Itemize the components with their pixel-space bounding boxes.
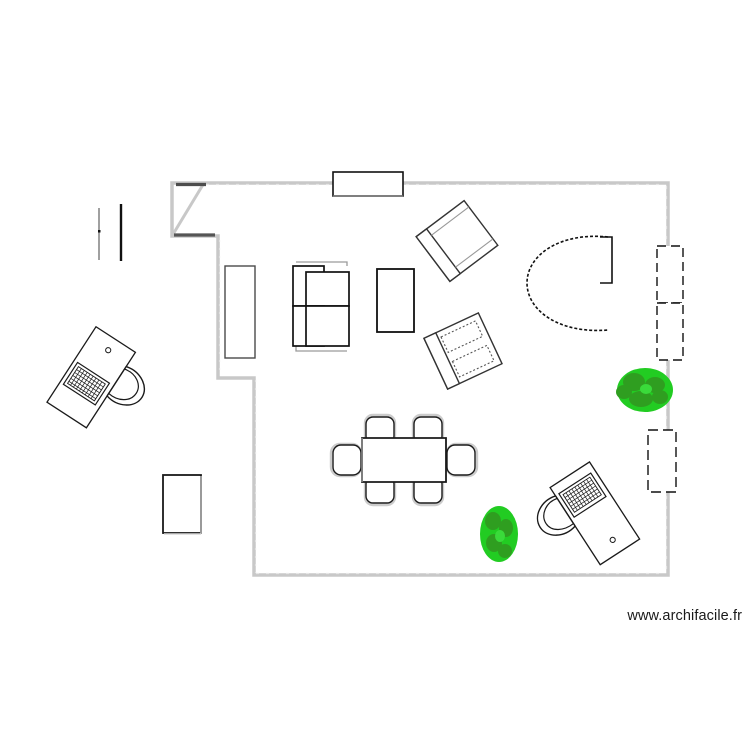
door-hinge-icon <box>98 230 101 233</box>
plant-right[interactable] <box>616 368 673 412</box>
reception-desk-return[interactable] <box>600 236 613 284</box>
conference-chair-top-right[interactable] <box>411 413 445 445</box>
workstation-left[interactable] <box>46 325 161 444</box>
reception-desk-curve[interactable] <box>526 235 609 332</box>
shelf-right-mid[interactable] <box>656 302 684 361</box>
door-swing-marker-left[interactable] <box>98 204 123 261</box>
workstation-right[interactable] <box>525 461 641 581</box>
armchair-upper-backrest <box>415 227 462 283</box>
cabinet-top-wall-body[interactable] <box>332 171 404 197</box>
workstation-right-office-chair[interactable] <box>530 495 576 543</box>
keyboard-icon <box>562 476 602 513</box>
armchair-lower-cushion-bottom <box>451 344 495 378</box>
wall-openings[interactable] <box>174 182 215 237</box>
plant-right-leaf-cluster-d <box>652 390 668 404</box>
conference-chair-right[interactable] <box>445 442 479 478</box>
wall-angled-top-left[interactable] <box>170 182 206 237</box>
conference-chair-left-seat[interactable] <box>332 444 362 476</box>
shelf-right-mid-body[interactable] <box>656 302 684 361</box>
armchair-lower-cushion-top <box>440 320 484 354</box>
sofa-back-rail <box>296 261 348 266</box>
reception-desk-curved[interactable] <box>526 235 613 332</box>
armchair-lower[interactable] <box>423 312 503 390</box>
armchair-upper[interactable] <box>415 199 499 283</box>
coffee-table-top[interactable] <box>376 268 415 333</box>
armchair-upper-seat-line-top <box>431 206 470 236</box>
storage-box-bottom-left-body[interactable] <box>162 474 202 534</box>
shelf-right-upper[interactable] <box>656 245 684 304</box>
plant-right-leaf-cluster-e <box>616 385 632 399</box>
coffee-table[interactable] <box>376 268 415 333</box>
conference-table[interactable] <box>329 413 479 507</box>
conference-chair-top-left[interactable] <box>363 413 397 445</box>
wardrobe-left-wall-body[interactable] <box>224 265 256 359</box>
plant-bottom-leaf-cluster-d <box>498 544 512 558</box>
workstation-right-mouse-icon <box>609 536 616 543</box>
sofa-armrest-lower[interactable] <box>305 305 350 347</box>
watermark-archifacile: www.archifacile.fr <box>627 608 742 624</box>
plant-right-center <box>640 384 652 394</box>
plant-right-leaf-cluster-c <box>629 391 653 407</box>
conference-chair-right-seat[interactable] <box>446 444 476 476</box>
sofa-two-seat[interactable] <box>292 261 350 352</box>
cabinet-top-wall[interactable] <box>332 171 404 197</box>
plant-bottom[interactable] <box>480 506 518 562</box>
sofa-front-rail <box>295 346 347 352</box>
conference-chair-bottom-left[interactable] <box>363 475 397 507</box>
conference-chair-bottom-right[interactable] <box>411 475 445 507</box>
plant-bottom-center <box>495 530 505 542</box>
shelf-right-lower[interactable] <box>647 429 677 493</box>
sofa-armrest-upper[interactable] <box>305 271 350 307</box>
shelf-right-lower-body[interactable] <box>647 429 677 493</box>
plant-bottom-leaf-cluster-a <box>485 512 501 530</box>
armchair-upper-seat-line-bottom <box>455 238 494 268</box>
shelf-right-upper-body[interactable] <box>656 245 684 304</box>
storage-box-bottom-left[interactable] <box>162 474 202 535</box>
workstation-left-mouse-icon <box>105 347 112 354</box>
keyboard-icon <box>66 365 106 402</box>
wardrobe-left-wall[interactable] <box>224 265 256 359</box>
conference-chair-left[interactable] <box>329 442 363 478</box>
armchair-lower-backrest <box>423 331 461 390</box>
workstation-left-office-chair[interactable] <box>106 365 152 413</box>
conference-table-top[interactable] <box>361 437 447 483</box>
